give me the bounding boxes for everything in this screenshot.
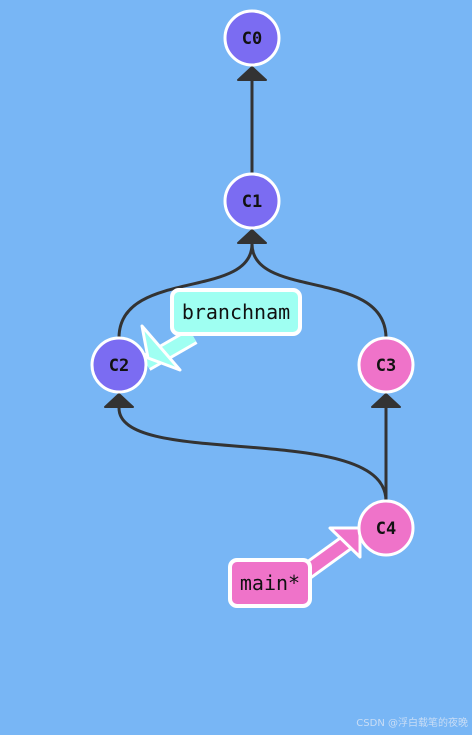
commit-id-label: C4 <box>376 519 396 539</box>
arrowhead-icon <box>140 324 182 372</box>
branch-label-main[interactable]: main* <box>228 526 362 608</box>
commit-id-label: C2 <box>109 356 129 376</box>
commit-node-c2[interactable]: C2 <box>90 336 148 394</box>
commit-id-label: C0 <box>242 29 262 49</box>
watermark: CSDN @浮白载笔的夜晚 <box>356 716 468 729</box>
arrowhead-icon <box>328 526 362 559</box>
branch-name-text: main* <box>240 571 300 595</box>
commit-id-label: C3 <box>376 356 396 376</box>
edge-c3-to-c1 <box>250 243 388 339</box>
edge-c2-to-c1 <box>117 243 254 339</box>
branch-name-text: branchnam <box>182 300 290 324</box>
commit-circle <box>223 9 281 67</box>
commit-circle <box>357 336 415 394</box>
commit-id-label: C1 <box>242 192 262 212</box>
commit-node-c0[interactable]: C0 <box>223 9 281 67</box>
branch-label-box <box>228 558 312 608</box>
commit-circle <box>90 336 148 394</box>
arrowhead-c3-icon <box>371 393 401 408</box>
branch-label-box <box>170 288 302 336</box>
arrowhead-c1-icon <box>237 229 267 244</box>
arrowhead-c0-icon <box>237 66 267 81</box>
commit-node-c1[interactable]: C1 <box>223 172 281 230</box>
branch-label-branchnam[interactable]: branchnam <box>140 288 302 372</box>
commit-node-c3[interactable]: C3 <box>357 336 415 394</box>
commit-circle <box>357 499 415 557</box>
edge-c4-to-c2 <box>117 407 388 502</box>
arrowhead-c2-icon <box>104 393 134 408</box>
commit-node-c4[interactable]: C4 <box>357 499 415 557</box>
commit-circle <box>223 172 281 230</box>
